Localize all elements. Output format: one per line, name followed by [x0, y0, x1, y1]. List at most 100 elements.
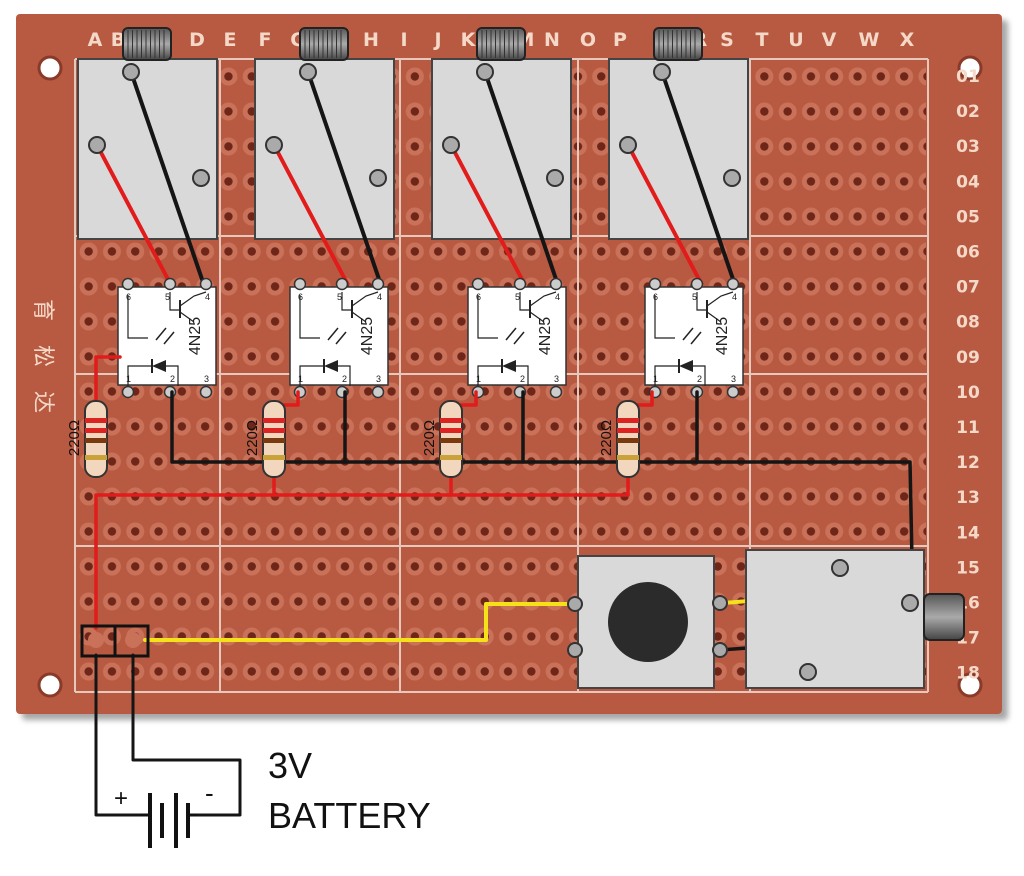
opto-pin-number: 4	[205, 292, 210, 302]
opto-pin-number: 5	[337, 292, 342, 302]
row-label: 10	[956, 383, 980, 403]
battery-symbol: + -	[114, 778, 214, 848]
column-label: J	[432, 29, 441, 51]
board-marking-char: 育	[30, 299, 55, 321]
column-label: V	[822, 29, 837, 51]
opto-pin-number: 4	[555, 292, 560, 302]
resistor-220: 220Ω	[598, 400, 640, 478]
audio-jack-block	[745, 549, 965, 689]
board-marking-char: 松	[30, 345, 55, 367]
column-label: N	[544, 29, 560, 51]
relay-wire-red	[626, 144, 704, 286]
relay-wire-black	[306, 71, 383, 286]
relay-module	[77, 27, 218, 286]
wire-yellow-main	[143, 602, 577, 642]
opto-pin-number: 2	[170, 374, 175, 384]
opto-pin-number: 2	[342, 374, 347, 384]
board-marking-char: 达	[30, 391, 55, 413]
row-label: 05	[956, 207, 980, 227]
resistor-group: 220Ω 220Ω 220Ω 220Ω	[66, 400, 640, 478]
column-label: A	[88, 29, 103, 51]
column-label: W	[859, 29, 880, 51]
battery-voltage-label: 3V	[268, 745, 312, 786]
relay-wire-red	[95, 144, 173, 286]
opto-pin-number: 4	[377, 292, 382, 302]
column-label: K	[461, 29, 477, 51]
opto-pin-number: 3	[554, 374, 559, 384]
column-label: P	[613, 29, 627, 51]
resistor-value-label: 220Ω	[244, 420, 261, 456]
opto-part-label: 4N25	[537, 317, 554, 355]
relay-wire-black	[660, 71, 737, 286]
column-label: D	[189, 29, 205, 51]
column-label: F	[259, 29, 272, 51]
column-label: S	[720, 29, 734, 51]
battery-connector	[80, 624, 150, 658]
opto-pin-number: 2	[697, 374, 702, 384]
row-label: 08	[956, 313, 980, 333]
row-label: 14	[956, 523, 980, 543]
resistor-value-label: 220Ω	[66, 420, 83, 456]
row-label: 15	[956, 558, 980, 578]
wire-battery-plus	[94, 653, 142, 817]
resistor-value-label: 220Ω	[598, 420, 615, 456]
row-label: 11	[956, 418, 980, 438]
column-label: H	[363, 29, 379, 51]
row-label: 13	[956, 488, 980, 508]
row-label: 04	[956, 172, 980, 192]
row-label: 02	[956, 102, 980, 122]
relay-wire-red	[449, 144, 527, 286]
opto-pin-number: 2	[520, 374, 525, 384]
opto-pin-number: 3	[731, 374, 736, 384]
opto-pin-number: 5	[515, 292, 520, 302]
column-label: T	[756, 29, 769, 51]
column-label: O	[580, 29, 596, 51]
resistor-220: 220Ω	[421, 400, 463, 478]
row-label: 07	[956, 278, 980, 298]
row-label: 03	[956, 137, 980, 157]
relay-wire-black	[129, 71, 206, 286]
relay-wire-black	[483, 71, 560, 286]
wire-battery-minus	[131, 653, 242, 817]
opto-pin-number: 3	[376, 374, 381, 384]
opto-pin-number: 4	[732, 292, 737, 302]
row-label: 06	[956, 243, 980, 263]
relay-group	[77, 27, 749, 286]
opto-pin-number: 3	[204, 374, 209, 384]
column-label: I	[400, 29, 407, 51]
opto-part-label: 4N25	[187, 317, 204, 355]
relay-wire-red	[272, 144, 350, 286]
column-label: X	[900, 29, 915, 51]
push-button	[567, 555, 728, 689]
resistor-220: 220Ω	[244, 400, 286, 478]
resistor-220: 220Ω	[66, 400, 108, 478]
board-side-marking: 育松达	[30, 299, 55, 413]
row-label: 18	[956, 664, 980, 684]
battery-minus-label: -	[205, 778, 214, 808]
row-label: 09	[956, 348, 980, 368]
relay-module	[431, 27, 572, 286]
battery-plus-label: +	[114, 785, 128, 812]
column-label: B	[111, 29, 125, 51]
column-label: E	[224, 29, 237, 51]
opto-part-label: 4N25	[359, 317, 376, 355]
opto-pin-number: 5	[165, 292, 170, 302]
opto-pin-number: 5	[692, 292, 697, 302]
row-label: 12	[956, 453, 980, 473]
row-label: 01	[956, 67, 980, 87]
column-label: U	[788, 29, 803, 51]
opto-part-label: 4N25	[714, 317, 731, 355]
resistor-value-label: 220Ω	[421, 420, 438, 456]
battery-text-label: BATTERY	[268, 795, 431, 836]
wire-red-r1	[94, 355, 122, 407]
relay-module	[254, 27, 395, 286]
mounting-holes	[37, 55, 983, 698]
relay-module	[608, 27, 749, 286]
